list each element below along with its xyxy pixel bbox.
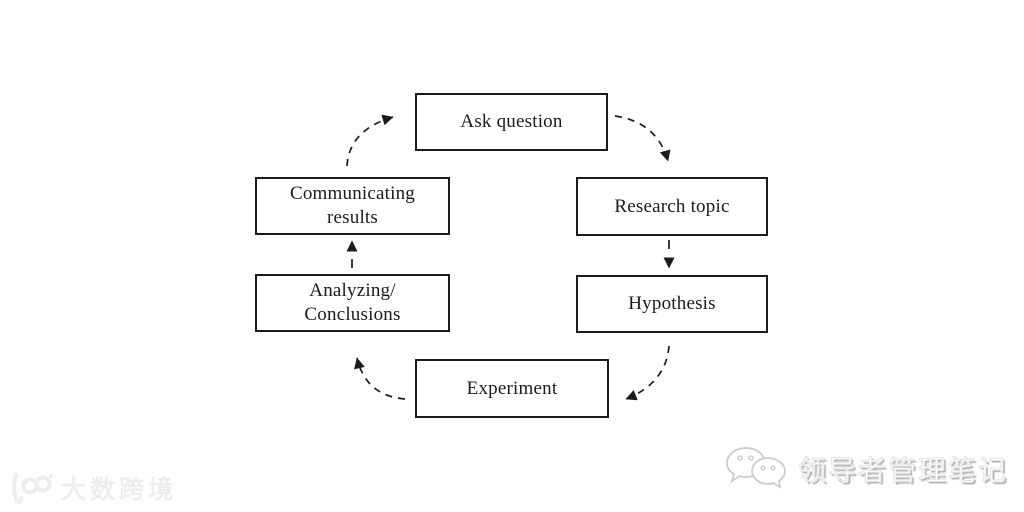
node-label: Research topic [614, 195, 730, 217]
watermark-dashukuajing: 大数跨境 [8, 470, 177, 506]
node-label: Ask question [460, 111, 563, 133]
watermark-left-text: 大数跨境 [61, 475, 178, 504]
node-label: Hypothesis [628, 293, 716, 315]
dashukuajing-logo-icon [12, 473, 54, 504]
node-label-line1: Communicating [289, 183, 416, 205]
node-analyzing-conclusions: Analyzing/ Conclusions [255, 274, 450, 332]
arrow-experiment-to-analyzing [354, 357, 406, 400]
node-experiment: Experiment [415, 359, 609, 418]
arrow-hypothesis-to-experiment [625, 345, 670, 401]
arrow-ask-to-research [614, 115, 671, 162]
watermark-right-text: 领导者管理笔记 [797, 454, 1008, 488]
node-label-line1: Analyzing/ [309, 280, 396, 302]
node-label: Experiment [466, 377, 558, 399]
node-label-line2: results [326, 207, 378, 228]
watermark-lingdaozhe: 领导者管理笔记 [724, 444, 1008, 494]
arrow-communicating-to-ask [346, 114, 394, 167]
node-communicating-results: Communicating results [255, 177, 450, 235]
node-research-topic: Research topic [576, 177, 768, 236]
node-hypothesis: Hypothesis [576, 275, 768, 333]
node-ask-question: Ask question [415, 93, 608, 151]
chat-bubbles-icon [726, 447, 786, 489]
node-label-line2: Conclusions [304, 304, 401, 325]
